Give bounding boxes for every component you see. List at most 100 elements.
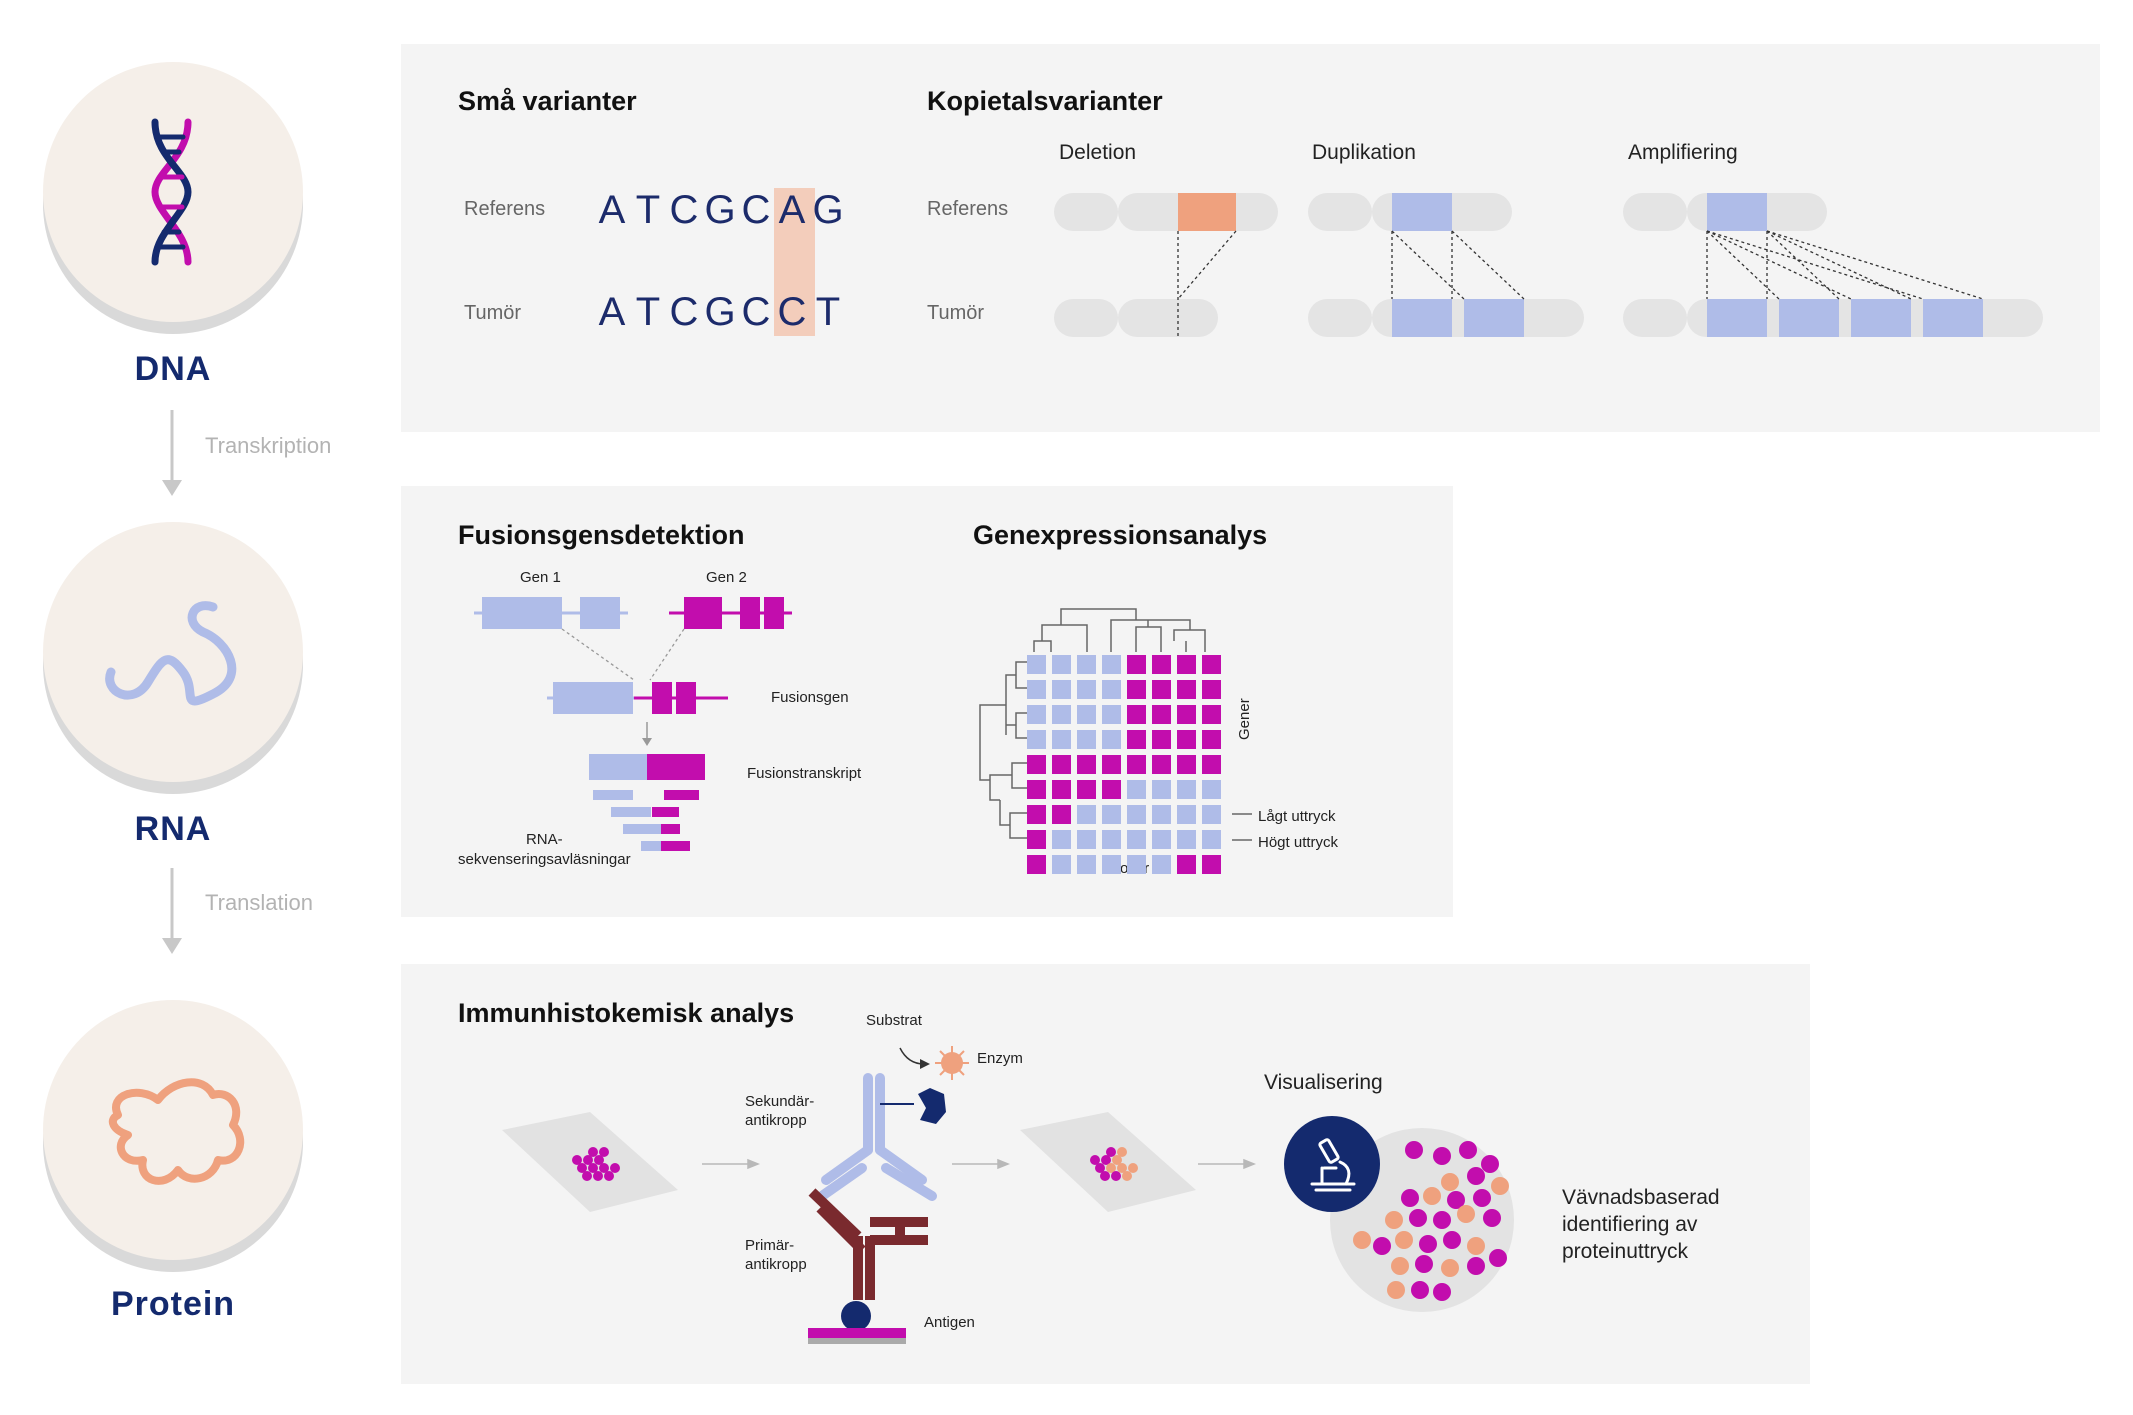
heatmap-cell — [1052, 805, 1071, 824]
heatmap-cell — [1177, 680, 1196, 699]
heatmap-cell — [1077, 680, 1096, 699]
heatmap-cell — [1127, 680, 1146, 699]
heatmap-cell — [1102, 705, 1121, 724]
heatmap-cell — [1027, 855, 1046, 874]
heatmap-cell — [1052, 780, 1071, 799]
gene-dendrogram — [979, 661, 1028, 839]
reference-base-5: C — [741, 188, 771, 232]
heatmap-cell — [1052, 680, 1071, 699]
heatmap-cell — [1202, 755, 1221, 774]
microscope-icon — [1284, 1116, 1380, 1212]
result-description: Vävnadsbaserad identifiering av proteinu… — [1562, 1184, 1720, 1265]
heatmap-cell — [1052, 655, 1071, 674]
copy-number-title: Kopietalsvarianter — [927, 86, 1163, 116]
heatmap-cell — [1127, 755, 1146, 774]
heatmap-cell — [1077, 755, 1096, 774]
heatmap-cell — [1127, 780, 1146, 799]
protein-fold-icon — [108, 1078, 245, 1185]
fusion-gene-model — [547, 682, 728, 714]
result-line2: identifiering av — [1562, 1213, 1698, 1236]
heatmap-cell — [1127, 730, 1146, 749]
antigen-label: Antigen — [924, 1314, 975, 1331]
heatmap-cell — [1152, 755, 1171, 774]
antigen-icon — [841, 1301, 871, 1331]
tumor-base-5: C — [741, 290, 771, 334]
heatmap-cell — [1102, 855, 1121, 874]
heatmap-cell — [1027, 680, 1046, 699]
primary-antibody-line2: antikropp — [745, 1256, 807, 1273]
heatmap-cell — [1027, 780, 1046, 799]
heatmap-cell — [1177, 705, 1196, 724]
heatmap-cell — [1077, 855, 1096, 874]
rna-reads-label-line2: sekvenseringsavläsningar — [458, 851, 631, 868]
heatmap-cell — [1052, 705, 1071, 724]
translation-label: Translation — [205, 890, 314, 915]
heatmap-cell — [1027, 755, 1046, 774]
heatmap-cell — [1152, 855, 1171, 874]
dna-panel — [401, 44, 2100, 432]
transcription-label: Transkription — [205, 433, 332, 458]
rna-label: RNA — [134, 810, 212, 848]
visualization-label: Visualisering — [1264, 1071, 1383, 1094]
primary-antibody — [808, 1188, 928, 1300]
rna-circle — [43, 522, 303, 782]
cell-surface — [808, 1328, 906, 1344]
heatmap-cell — [1127, 655, 1146, 674]
small-variants-tumor-label: Tumör — [464, 302, 522, 324]
heatmap-cell — [1177, 805, 1196, 824]
gene2-label: Gen 2 — [706, 569, 747, 586]
heatmap-cell — [1202, 655, 1221, 674]
heatmap-cell — [1077, 780, 1096, 799]
heatmap-cell — [1152, 680, 1171, 699]
heatmap-cell — [1027, 830, 1046, 849]
heatmap-cell — [1052, 730, 1071, 749]
translation-arrow — [162, 868, 182, 954]
low-expression-label: Lågt uttryck — [1258, 808, 1336, 825]
heatmap-cell — [1102, 830, 1121, 849]
small-variants-reference-label: Referens — [464, 198, 546, 220]
heatmap-cell — [1102, 655, 1121, 674]
reference-base-3: C — [669, 188, 699, 232]
dna-label: DNA — [134, 350, 212, 388]
protein-label: Protein — [110, 1285, 236, 1323]
heatmap-cell — [1127, 805, 1146, 824]
primary-antibody-line1: Primär- — [745, 1237, 795, 1254]
gene1-model — [474, 597, 628, 629]
heatmap-cell — [1077, 705, 1096, 724]
reference-base-2: T — [635, 188, 661, 232]
enzyme-conjugate-icon — [918, 1088, 946, 1124]
heatmap-cell — [1052, 855, 1071, 874]
tumor-base-1: A — [598, 290, 626, 334]
cnv-tumor-label: Tumör — [927, 302, 985, 324]
tissue-cells — [1353, 1141, 1509, 1301]
enzyme-icon — [935, 1046, 969, 1080]
heatmap-cell — [1152, 730, 1171, 749]
heatmap-cell — [1027, 805, 1046, 824]
variant-highlight — [774, 188, 815, 336]
tumor-base-6: C — [777, 290, 807, 334]
heatmap-cell — [1177, 780, 1196, 799]
secondary-antibody-line2: antikropp — [745, 1112, 807, 1129]
reference-base-1: A — [598, 188, 626, 232]
duplication-tumor-chromosome — [1308, 299, 1584, 337]
heatmap-cell — [1152, 830, 1171, 849]
tumor-base-3: C — [669, 290, 699, 334]
tumor-base-7: T — [815, 290, 841, 334]
deletion-label: Deletion — [1059, 141, 1137, 164]
stained-cells-1 — [572, 1147, 620, 1181]
heatmap-cell — [1202, 830, 1221, 849]
transcription-arrow — [162, 410, 182, 496]
heatmap-cell — [1202, 730, 1221, 749]
heatmap-cell — [1102, 680, 1121, 699]
heatmap-cell — [1202, 780, 1221, 799]
reference-base-7: G — [812, 188, 844, 232]
dna-circle — [43, 62, 303, 322]
amplification-reference-chromosome — [1623, 193, 1827, 231]
heatmap-cells — [1027, 655, 1221, 874]
heatmap-cell — [1152, 705, 1171, 724]
deletion-reference-chromosome — [1054, 193, 1278, 231]
heatmap-cell — [1102, 780, 1121, 799]
